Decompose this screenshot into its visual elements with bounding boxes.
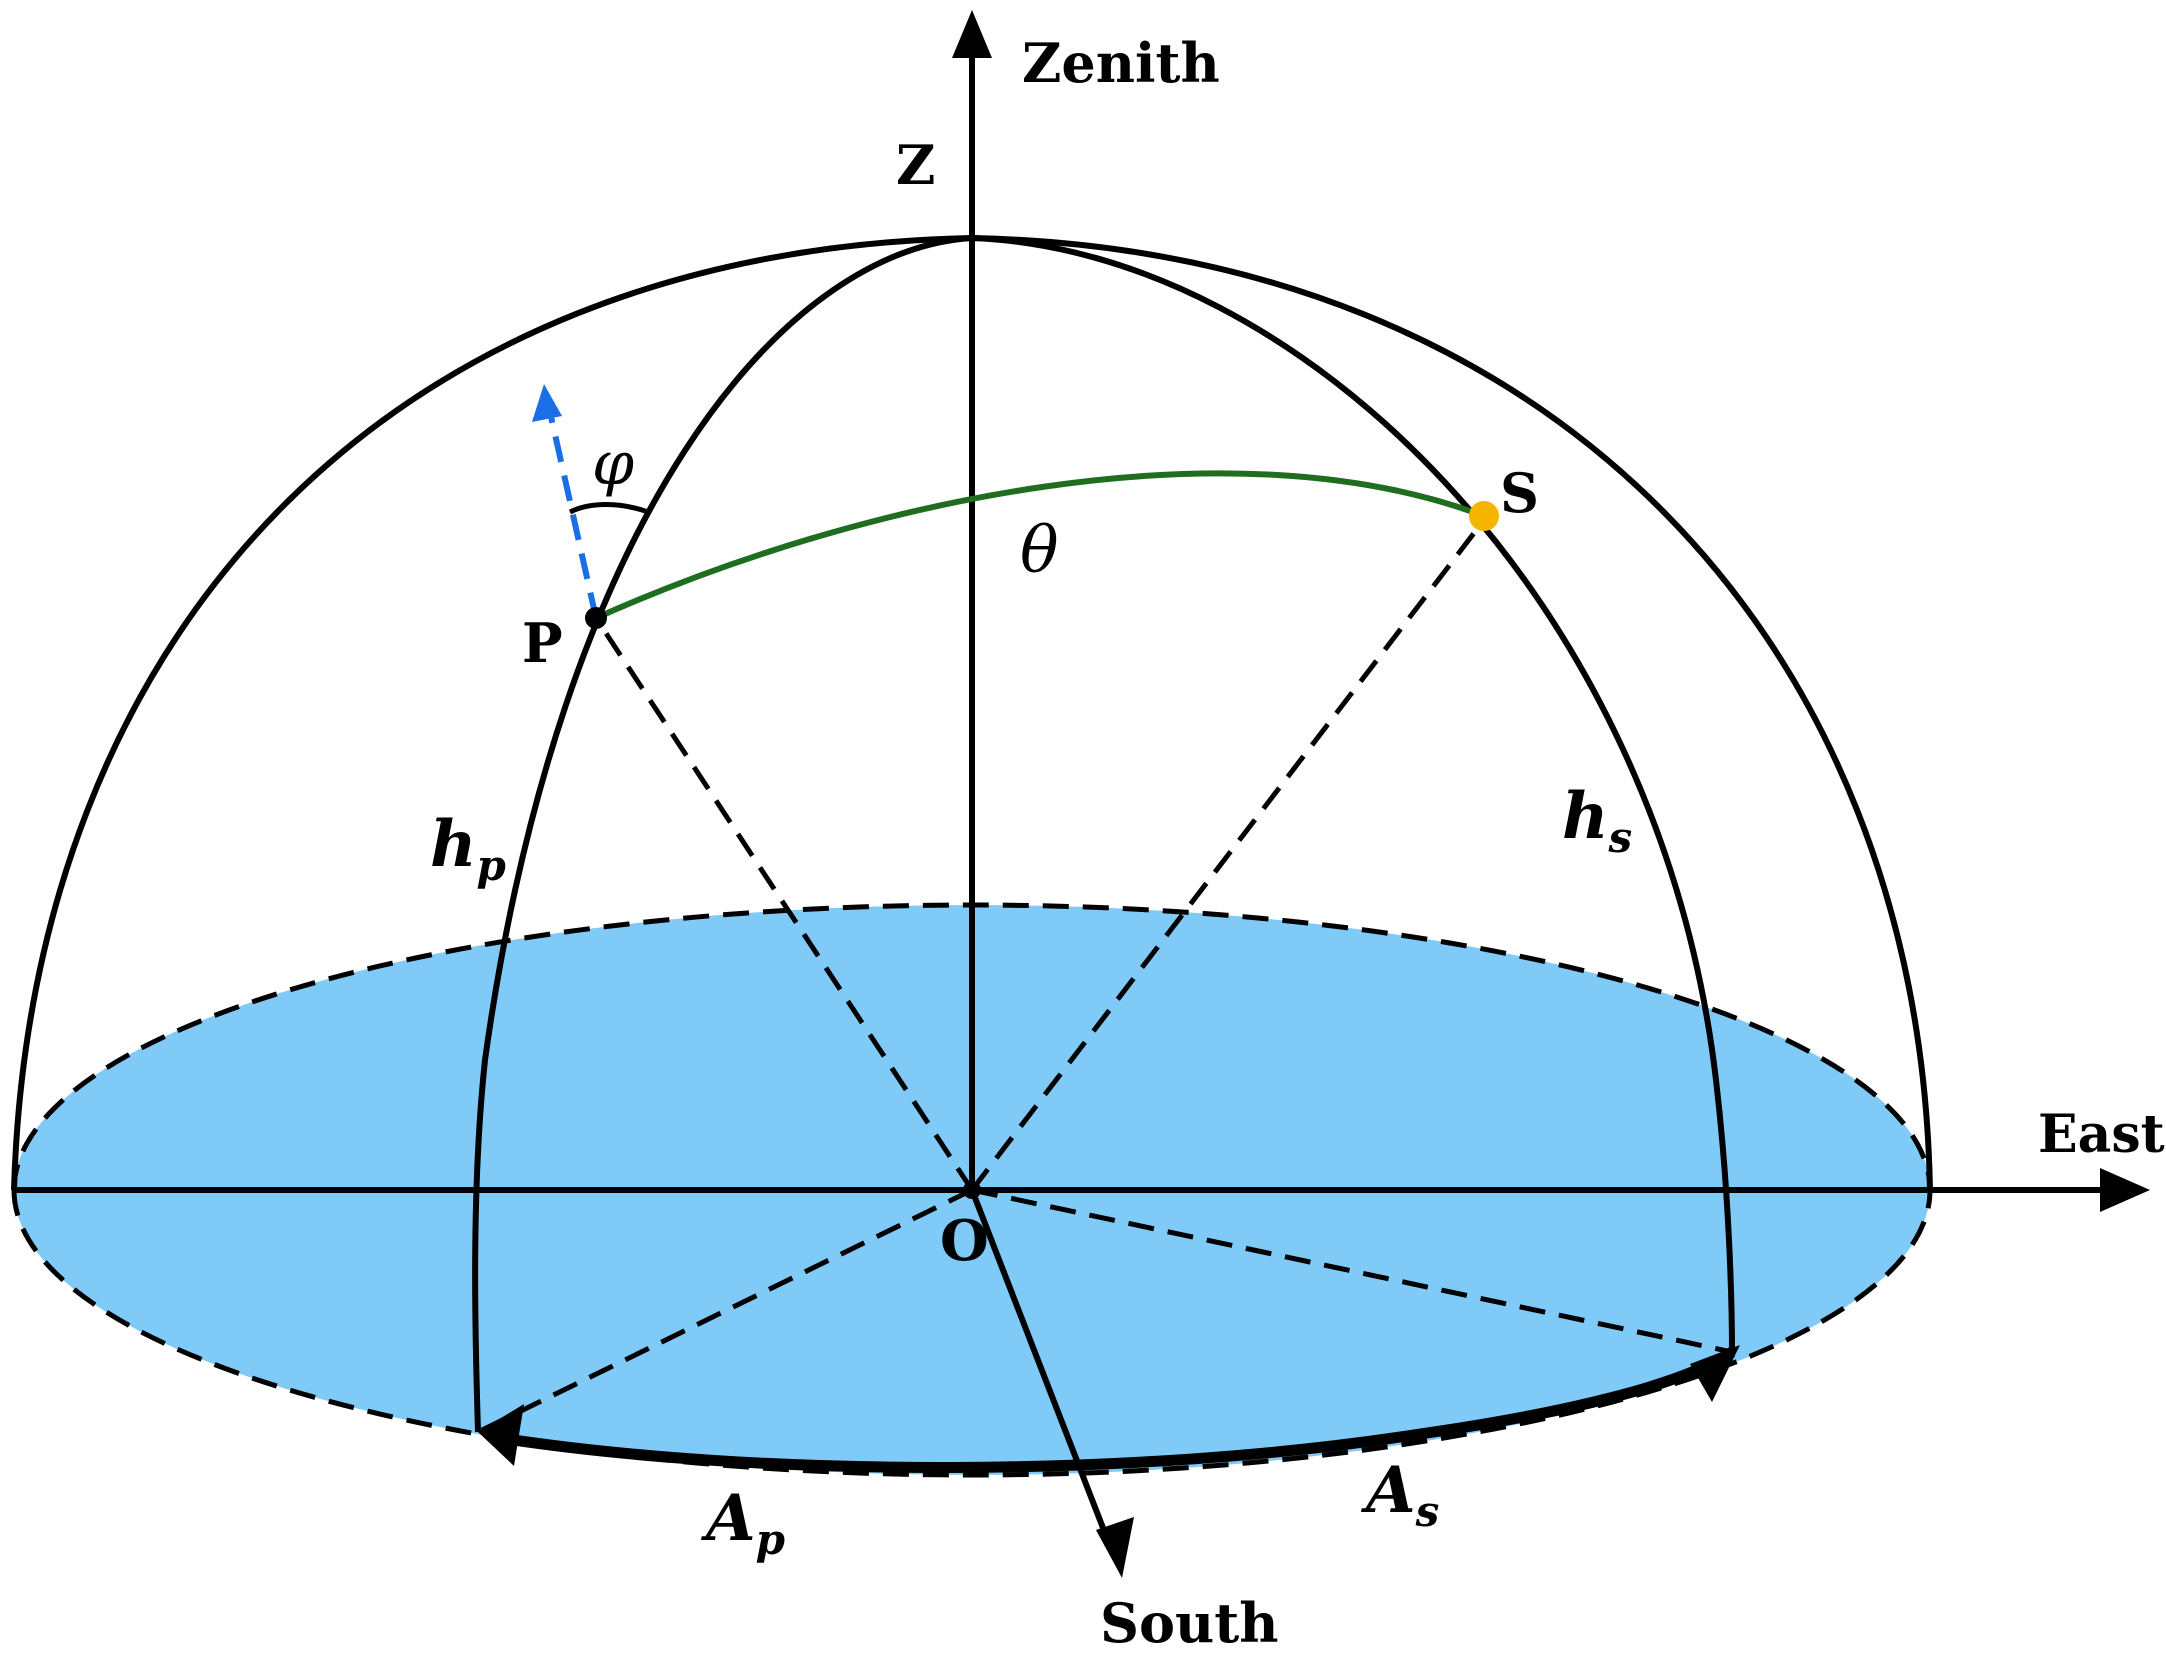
ray-origin-to-s: [970, 518, 1486, 1192]
theta-arc: [594, 470, 1486, 621]
label-hp-main: h: [430, 807, 477, 882]
azimuth-arrow-p: [478, 1404, 524, 1466]
label-ap-sub: p: [756, 1515, 785, 1564]
ray-origin-to-p: [593, 616, 975, 1192]
label-south: South: [1100, 1591, 1278, 1653]
label-hs: hs: [1562, 779, 1632, 862]
south-arrowhead: [1096, 1517, 1134, 1578]
point-origin: [963, 1181, 981, 1199]
label-hs-main: h: [1562, 779, 1609, 854]
normal-vector: [547, 411, 599, 619]
label-hs-sub: s: [1608, 813, 1633, 862]
label-p: P: [522, 611, 563, 675]
label-as-sub: s: [1415, 1487, 1440, 1536]
label-zenith: Zenith: [1022, 31, 1220, 95]
phi-angle-arc: [568, 502, 649, 515]
label-hp-sub: p: [477, 841, 506, 890]
ray-origin-to-as: [971, 1187, 1733, 1355]
vertical-circle-p: [472, 235, 973, 1433]
point-s: [1469, 501, 1499, 531]
vertical-circle-s: [971, 235, 1735, 1353]
south-axis: [969, 1188, 1113, 1548]
label-hp: hp: [430, 807, 506, 890]
label-theta: θ: [1020, 514, 1059, 588]
label-z: Z: [896, 133, 935, 197]
label-as: As: [1361, 1453, 1439, 1536]
label-s: S: [1500, 461, 1539, 525]
ray-origin-to-ap: [476, 1187, 974, 1435]
azimuth-arrow-s: [1690, 1345, 1740, 1402]
label-phi: φ: [592, 429, 634, 499]
azimuth-arc: [499, 1347, 1736, 1474]
normal-vector-arrowhead: [532, 384, 562, 422]
label-ap-main: A: [701, 1481, 756, 1556]
label-origin: O: [940, 1208, 989, 1274]
label-ap: Ap: [701, 1481, 785, 1564]
label-as-main: A: [1361, 1453, 1416, 1528]
horizon-ellipse-front: [11, 1189, 1933, 1478]
point-p-inner: [592, 614, 600, 622]
east-arrowhead: [2100, 1168, 2150, 1212]
zenith-arrowhead: [952, 10, 992, 58]
label-east: East: [2038, 1104, 2165, 1165]
